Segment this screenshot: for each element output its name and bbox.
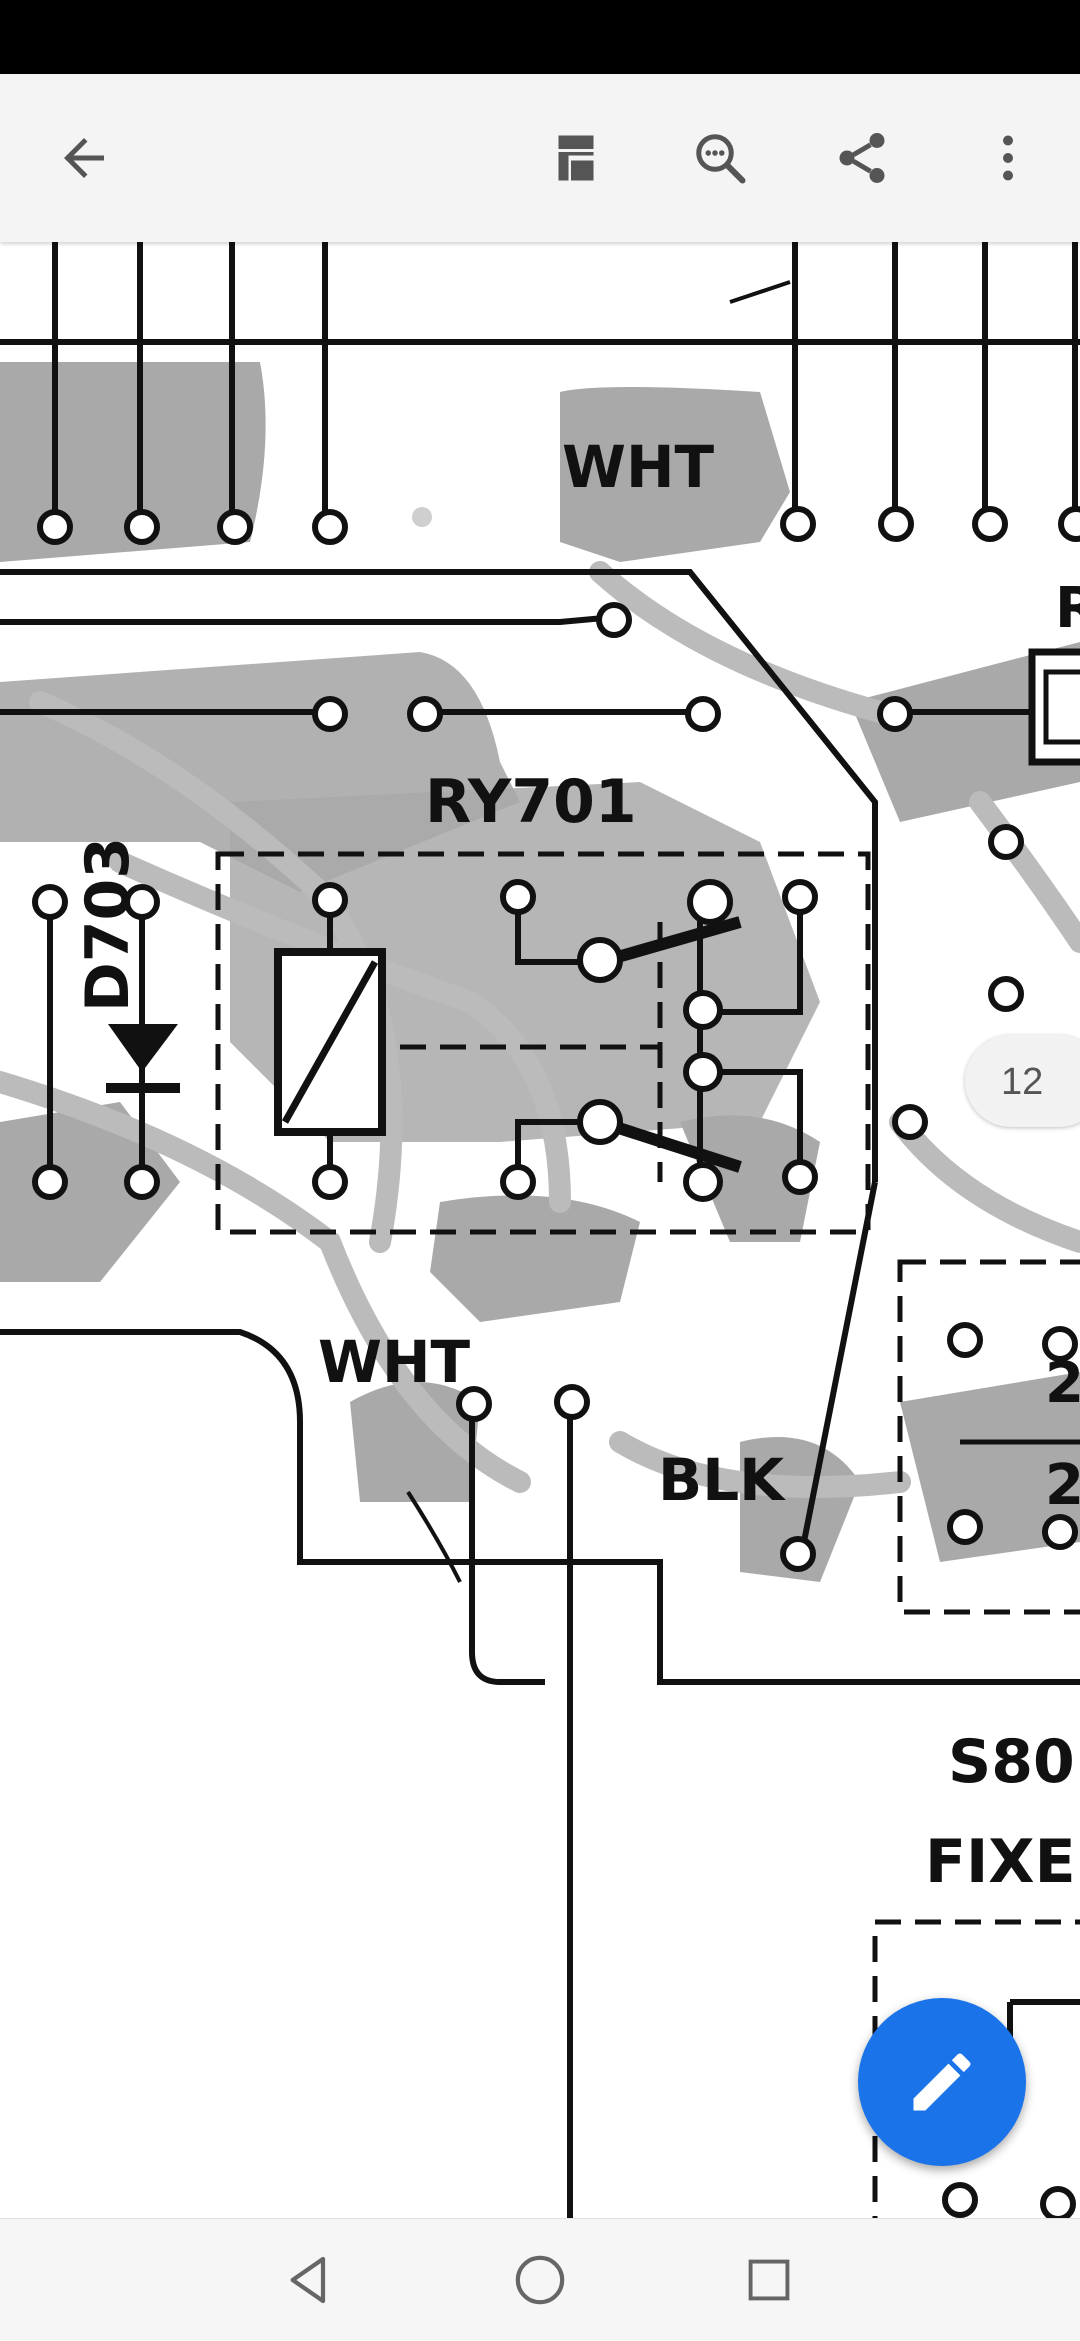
label-wht-bottom: WHT: [318, 1328, 471, 1396]
nav-back-icon: [290, 2256, 326, 2304]
system-navigation-bar: [0, 2218, 1080, 2341]
label-fixed: FIXED: [925, 1827, 1080, 1897]
nav-home-icon: [515, 2255, 565, 2305]
back-arrow-icon: [64, 138, 104, 178]
relay-contacts: [515, 902, 803, 1182]
edit-fab-button[interactable]: [858, 1998, 1026, 2166]
top-app-bar: [0, 74, 1080, 242]
document-icon: [558, 135, 594, 181]
label-2a: 2: [1045, 1351, 1080, 1416]
label-ry701: RY701: [425, 767, 637, 837]
diode-d703: [47, 902, 180, 1182]
nav-recents-icon: [748, 2259, 790, 2301]
label-2b: 2: [1045, 1453, 1080, 1518]
solder-pads: [32, 506, 1080, 2218]
label-r: R: [1055, 576, 1080, 641]
label-blk: BLK: [658, 1446, 786, 1514]
more-options-button[interactable]: [958, 108, 1058, 208]
copper-traces: [0, 362, 1080, 1582]
pcb-schematic-image: WHT RY701 D703 WHT BLK R 2 2 S80 FIXED: [0, 242, 1080, 2218]
wires: [0, 242, 1080, 2218]
component-outline: [897, 1259, 1080, 1615]
share-button[interactable]: [812, 108, 912, 208]
label-wht-top: WHT: [562, 433, 715, 501]
relay-outline: [215, 851, 871, 1235]
nav-back-button[interactable]: [264, 2235, 354, 2325]
edit-pencil-icon: [913, 2053, 971, 2111]
find-in-document-button[interactable]: [670, 108, 770, 208]
document-info-button[interactable]: [526, 108, 626, 208]
back-button[interactable]: [34, 108, 134, 208]
page-number-indicator: 12: [965, 1035, 1080, 1127]
document-page-view[interactable]: WHT RY701 D703 WHT BLK R 2 2 S80 FIXED: [0, 242, 1080, 2218]
label-d703: D703: [73, 837, 143, 1012]
nav-home-button[interactable]: [495, 2235, 585, 2325]
zoom-search-icon: [696, 134, 746, 184]
share-icon: [839, 133, 885, 183]
label-s802: S80: [948, 1727, 1075, 1797]
page-number: 12: [1001, 1061, 1044, 1103]
nav-recents-button[interactable]: [724, 2235, 814, 2325]
status-bar: [0, 0, 1080, 74]
more-vert-icon: [1003, 135, 1013, 181]
